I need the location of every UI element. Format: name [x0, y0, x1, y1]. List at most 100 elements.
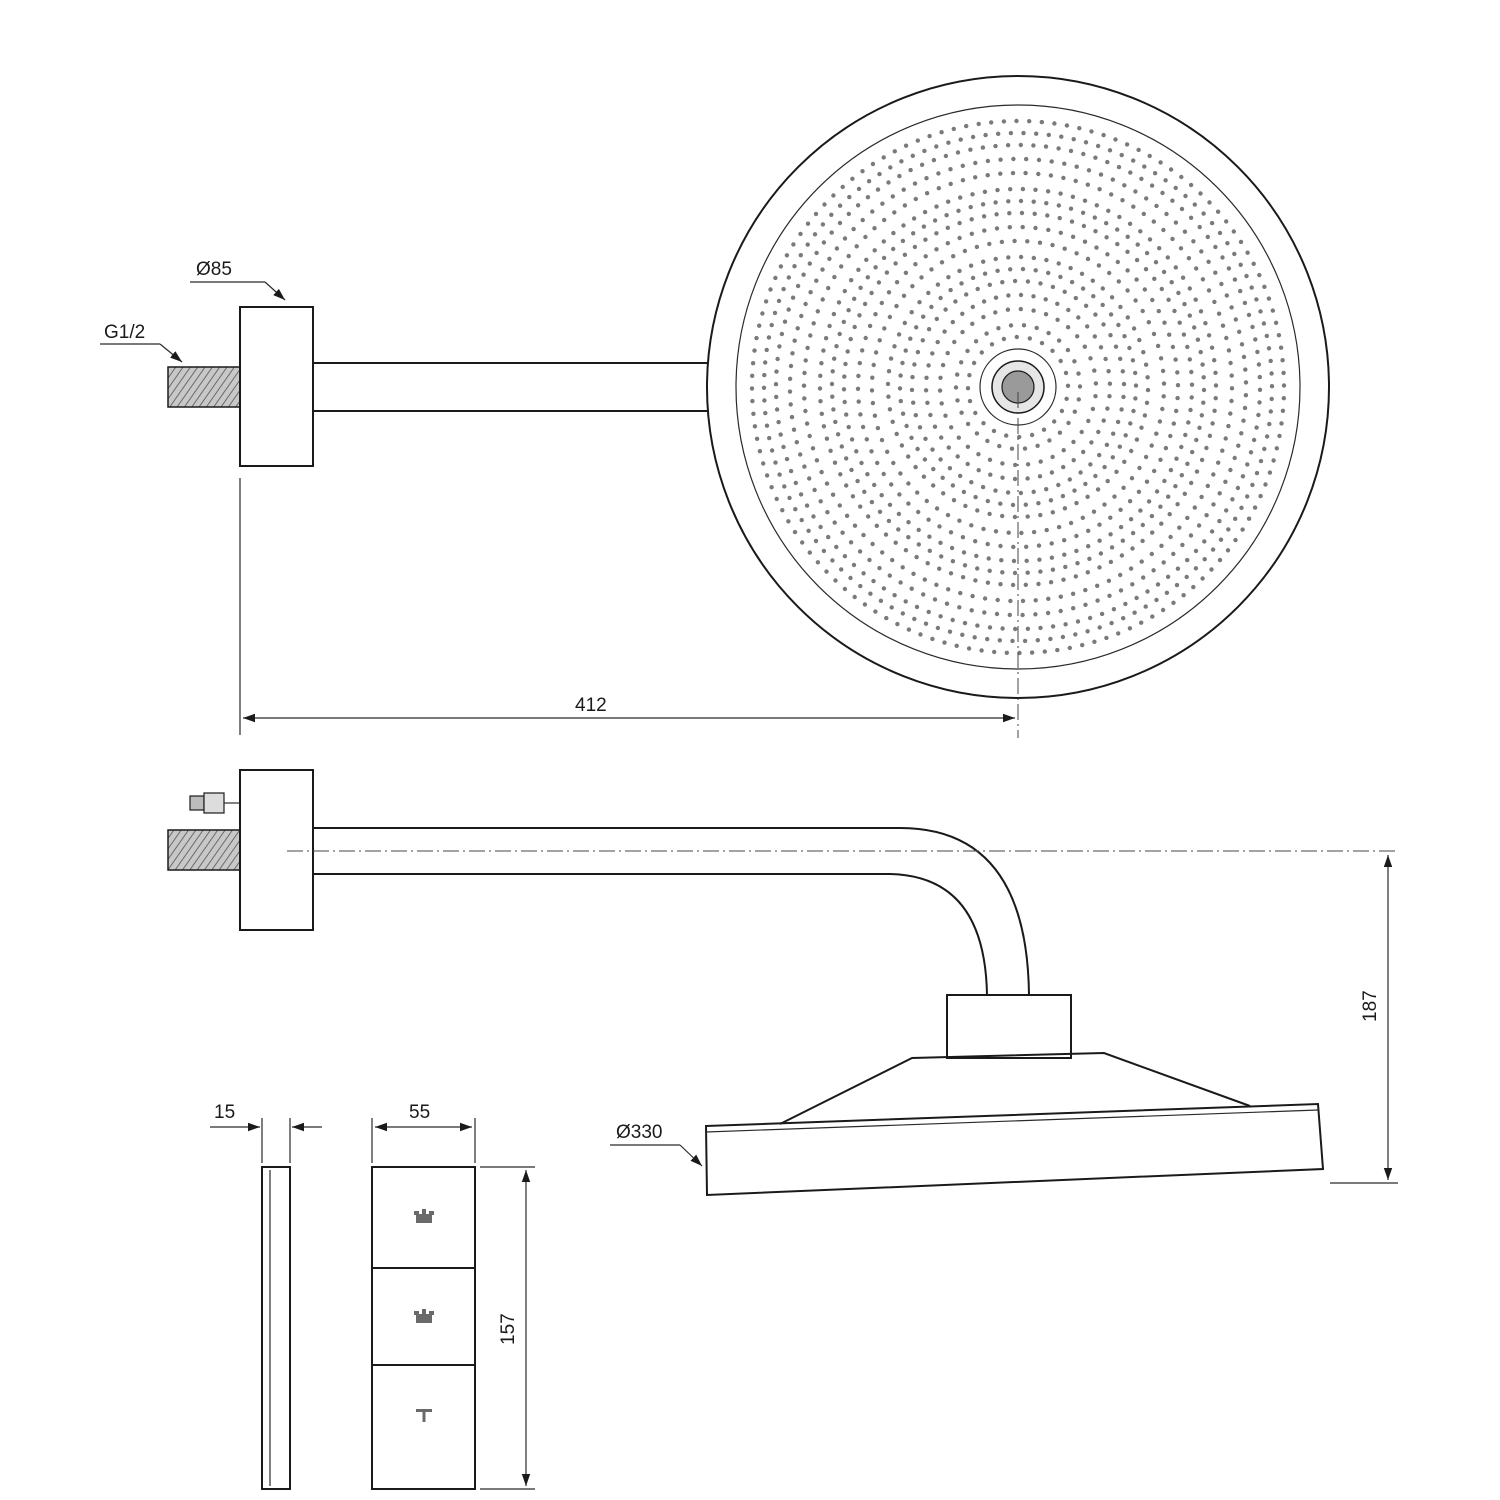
nozzle: [1105, 159, 1110, 165]
nozzle: [993, 488, 998, 493]
nozzle: [835, 432, 841, 437]
nozzle: [854, 244, 859, 249]
arm-length-label: 412: [575, 695, 607, 716]
nozzle: [959, 360, 964, 365]
nozzle: [1158, 160, 1163, 165]
nozzle: [782, 484, 787, 489]
nozzle: [1253, 337, 1258, 342]
nozzle: [1025, 476, 1030, 481]
nozzle: [1196, 523, 1202, 528]
nozzle: [1010, 638, 1015, 644]
nozzle: [870, 541, 875, 547]
nozzle: [768, 287, 773, 292]
nozzle: [774, 369, 779, 374]
nozzle: [971, 360, 977, 366]
nozzle: [1177, 525, 1182, 530]
nozzle: [1090, 406, 1096, 412]
nozzle: [875, 425, 881, 431]
nozzle: [928, 412, 933, 418]
nozzle: [1140, 538, 1145, 544]
nozzle: [974, 431, 980, 436]
nozzle: [965, 348, 970, 354]
nozzle: [1254, 470, 1260, 476]
nozzle: [1189, 382, 1195, 387]
nozzle: [1181, 332, 1187, 337]
nozzle: [1209, 345, 1215, 350]
nozzle: [1093, 381, 1099, 386]
nozzle: [843, 361, 848, 367]
nozzle: [888, 356, 894, 361]
nozzle: [807, 261, 812, 266]
nozzle: [1111, 607, 1117, 612]
nozzle: [1258, 309, 1263, 314]
nozzle: [960, 535, 966, 540]
nozzle: [1131, 408, 1136, 414]
nozzle: [1243, 393, 1249, 398]
nozzle: [1268, 409, 1274, 414]
nozzle: [859, 460, 864, 466]
nozzle: [1073, 295, 1079, 301]
nozzle: [1219, 281, 1224, 287]
nozzle: [1046, 132, 1052, 138]
nozzle: [844, 483, 849, 488]
nozzle: [837, 220, 843, 226]
nozzle: [994, 611, 1000, 617]
nozzle: [780, 508, 785, 513]
nozzle: [858, 504, 863, 509]
nozzle: [1006, 255, 1011, 260]
nozzle: [841, 319, 846, 325]
nozzle: [909, 387, 915, 393]
nozzle: [1189, 480, 1194, 486]
nozzle: [903, 548, 909, 553]
nozzle: [1156, 308, 1162, 314]
head-connector: [946, 994, 1072, 1059]
nozzle: [1158, 356, 1164, 361]
nozzle: [1127, 499, 1133, 504]
nozzle: [1034, 325, 1039, 331]
nozzle: [1245, 250, 1250, 255]
nozzle: [1138, 508, 1143, 513]
nozzle: [1105, 406, 1110, 411]
nozzle: [884, 615, 889, 621]
nozzle: [842, 236, 848, 241]
nozzle: [867, 323, 873, 329]
nozzle: [864, 437, 869, 442]
nozzle: [1113, 344, 1119, 349]
nozzle: [909, 435, 914, 440]
nozzle: [1171, 551, 1176, 557]
nozzle: [898, 373, 903, 378]
nozzle: [1170, 344, 1176, 350]
nozzle: [1266, 296, 1272, 301]
nozzle: [860, 424, 866, 430]
nozzle: [947, 629, 953, 634]
nozzle: [965, 386, 971, 391]
nozzle: [1140, 522, 1146, 528]
nozzle: [938, 614, 943, 619]
nozzle: [855, 478, 860, 484]
nozzle: [920, 338, 925, 343]
nozzle: [1183, 193, 1188, 199]
nozzle: [1133, 189, 1138, 194]
nozzle: [830, 492, 836, 497]
nozzle: [778, 432, 783, 437]
nozzle: [1037, 240, 1043, 245]
nozzle: [1188, 215, 1194, 220]
nozzle: [1039, 119, 1045, 125]
nozzle: [1107, 270, 1112, 276]
nozzle: [763, 360, 768, 365]
nozzle: [1119, 553, 1125, 558]
nozzle: [1097, 522, 1102, 527]
nozzle: [989, 342, 995, 347]
nozzle: [945, 350, 950, 356]
nozzle: [1075, 561, 1080, 566]
nozzle: [1083, 602, 1088, 607]
nozzle: [819, 469, 824, 475]
nozzle: [955, 372, 960, 377]
nozzle: [1062, 246, 1067, 251]
nozzle: [998, 582, 1003, 587]
nozzle: [857, 313, 862, 318]
nozzle: [970, 134, 976, 140]
nozzle: [950, 319, 955, 325]
nozzle: [1143, 604, 1148, 609]
nozzle: [1094, 203, 1100, 208]
